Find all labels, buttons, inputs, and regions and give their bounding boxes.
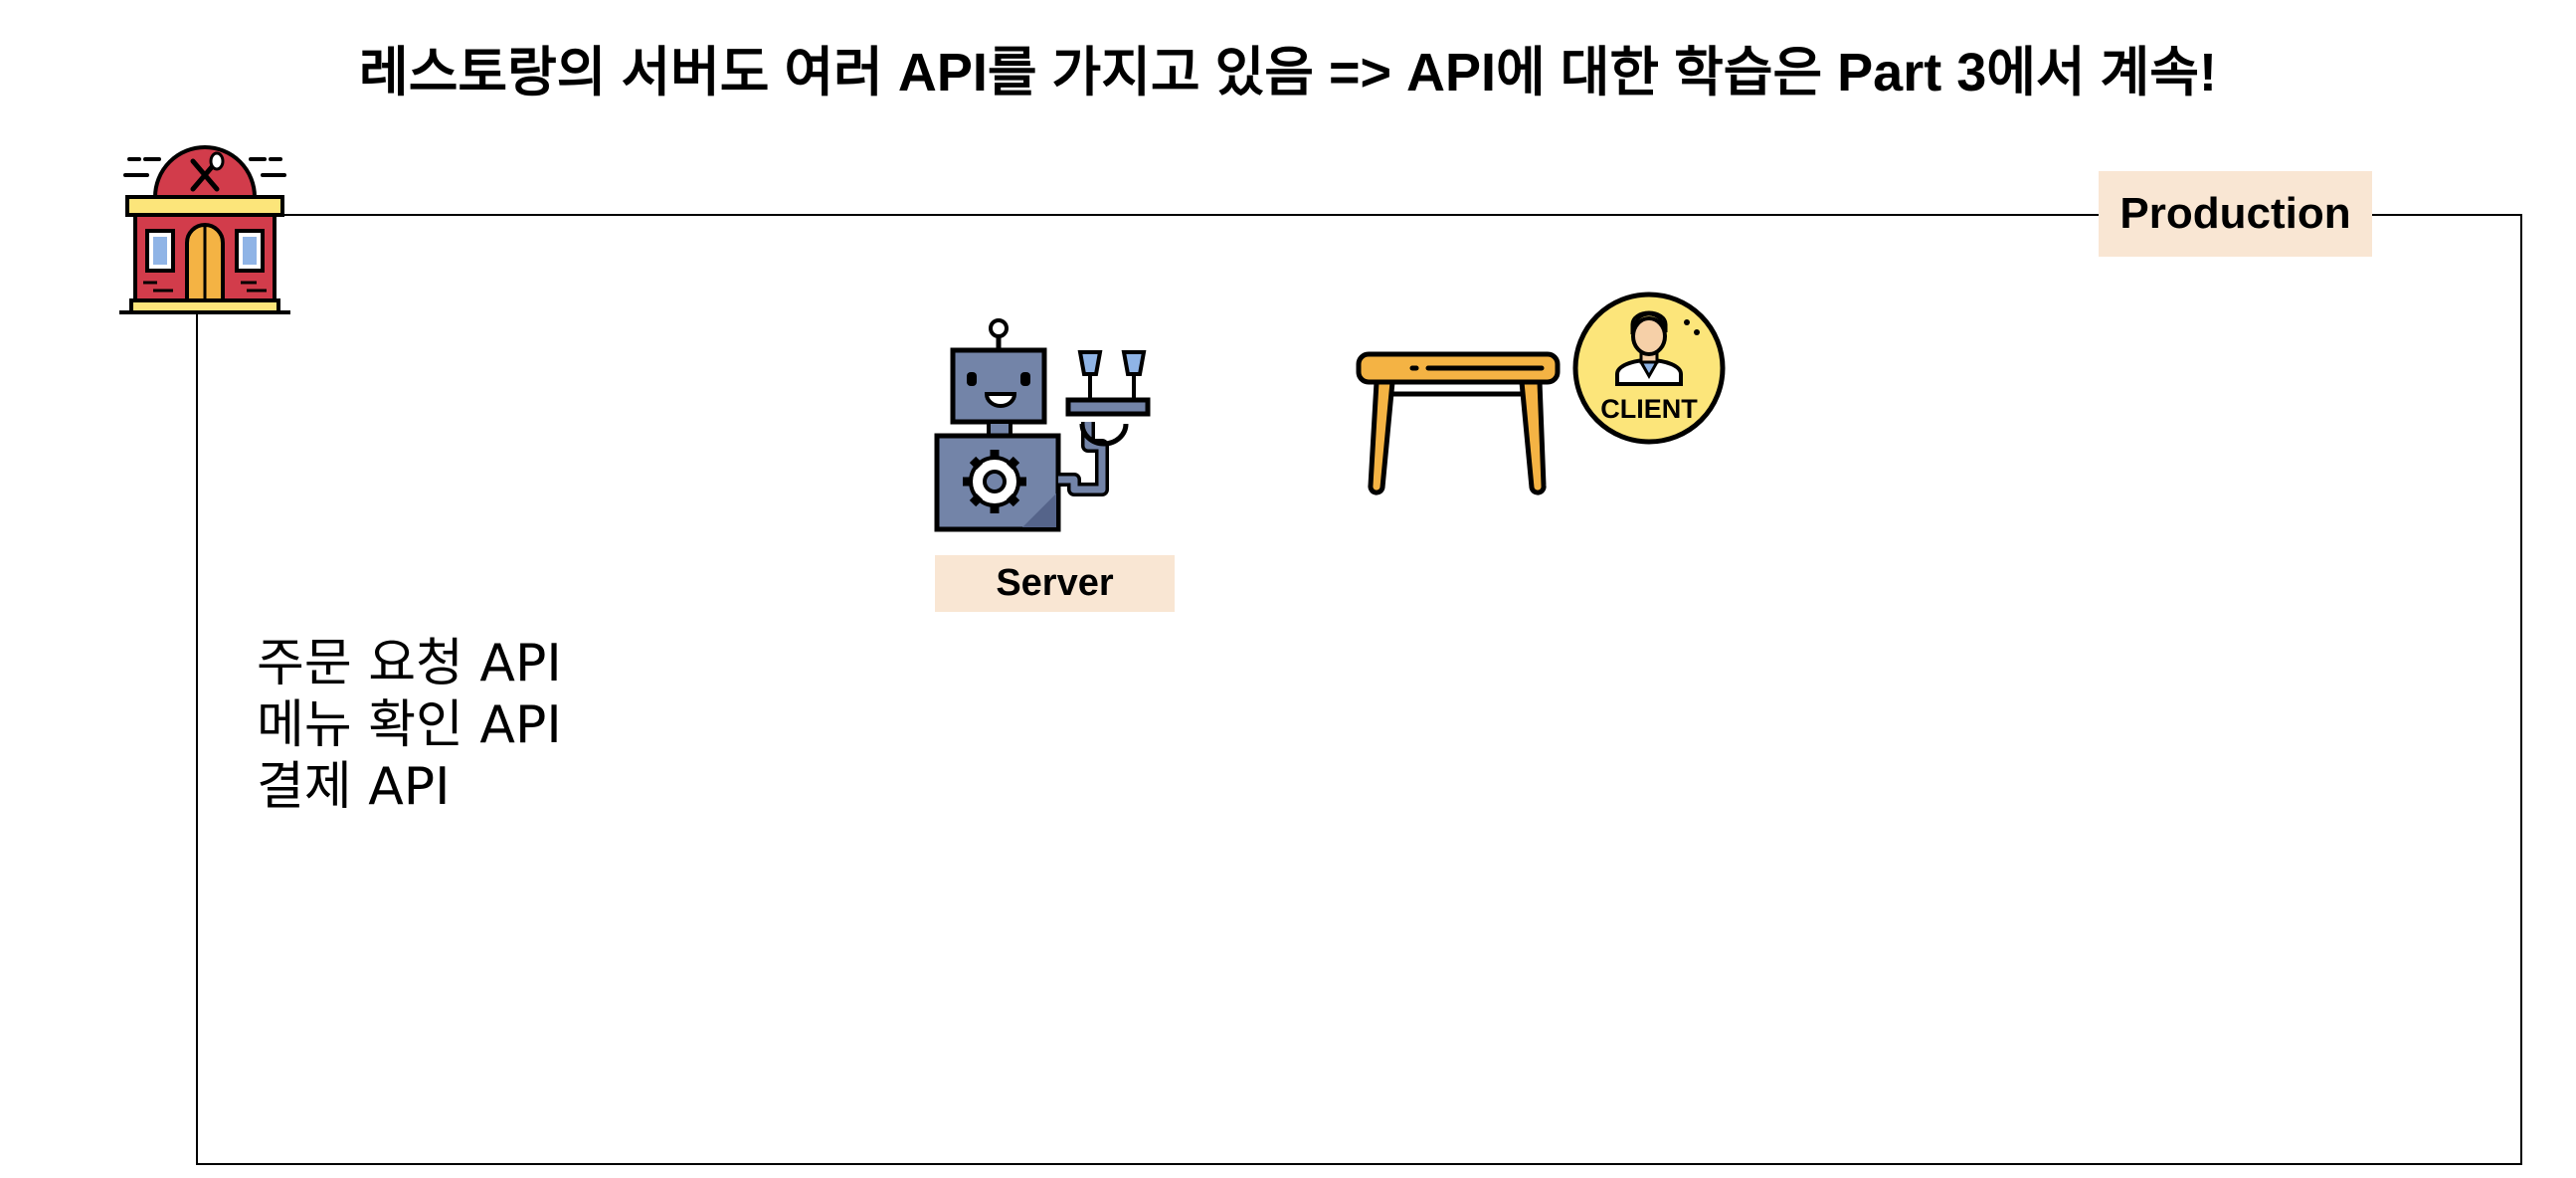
restaurant-icon: [119, 145, 290, 314]
client-icon: CLIENT: [1572, 292, 1726, 445]
api-item-payment: 결제 API: [257, 757, 451, 817]
table-icon: [1356, 351, 1561, 495]
production-label: Production: [2099, 171, 2372, 257]
page-title: 레스토랑의 서버도 여러 API를 가지고 있음 => API에 대한 학습은 …: [359, 43, 2217, 102]
client-badge-text: CLIENT: [1600, 394, 1698, 424]
robot-server-icon: [934, 318, 1151, 532]
api-item-order: 주문 요청 API: [257, 634, 562, 693]
api-list: 주문 요청 API 메뉴 확인 API 결제 API: [257, 633, 562, 818]
server-label: Server: [935, 555, 1175, 612]
api-item-menu: 메뉴 확인 API: [257, 695, 562, 755]
production-frame: [196, 214, 2522, 1165]
